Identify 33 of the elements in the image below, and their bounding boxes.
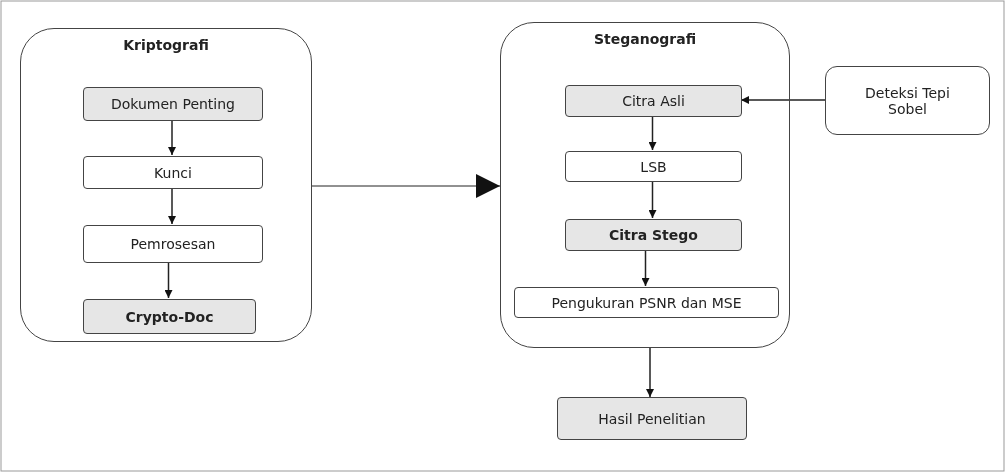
process-box — [83, 87, 263, 121]
box-label: Pemrosesan — [130, 236, 216, 252]
arrow — [311, 174, 501, 198]
arrow — [648, 115, 657, 151]
process-box — [565, 85, 742, 117]
process-box — [83, 225, 263, 263]
box-label: Hasil Penelitian — [598, 410, 706, 427]
process-box — [83, 156, 263, 189]
arrow — [646, 347, 654, 398]
arrow — [740, 96, 826, 104]
group-title: Steganografi — [593, 31, 697, 47]
process-box — [514, 287, 779, 318]
box-label: Crypto-Doc — [125, 308, 214, 325]
box-label: Kunci — [154, 164, 192, 181]
box-label: Pengukuran PSNR dan MSE — [551, 294, 742, 311]
box-label: Dokumen Penting — [110, 96, 235, 112]
box-label: Deteksi Tepi Sobel — [864, 84, 951, 117]
process-box — [557, 397, 747, 440]
box-label: LSB — [640, 158, 667, 175]
process-box — [565, 151, 742, 182]
process-box — [825, 66, 990, 135]
arrow — [164, 261, 173, 299]
process-box — [565, 219, 742, 251]
group-container — [500, 22, 790, 348]
arrow — [168, 119, 176, 156]
arrow — [168, 187, 176, 225]
arrow — [641, 249, 650, 287]
group-container — [20, 28, 312, 342]
process-box — [83, 299, 256, 334]
box-label: Citra Asli — [622, 93, 685, 109]
arrow — [648, 180, 657, 219]
group-title: Kriptografi — [123, 37, 209, 53]
box-label: Citra Stego — [609, 227, 698, 243]
